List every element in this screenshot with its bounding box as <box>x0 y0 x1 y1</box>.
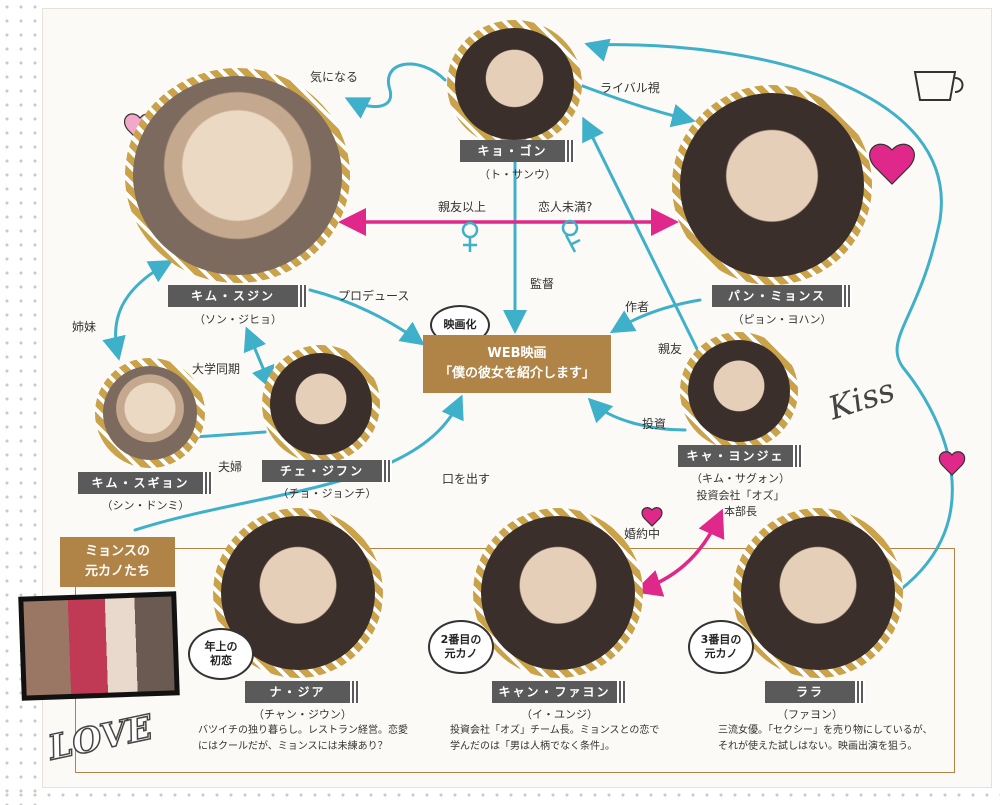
center-web-movie: WEB映画 「僕の彼女を紹介します」 <box>423 335 611 393</box>
name-kya-yonje: キャ・ヨンジェ <box>678 445 803 467</box>
dotted-margin-bottom <box>0 788 1000 805</box>
actor-kyan-fayon: （イ・ユンジ） <box>521 708 598 721</box>
name-che-jifun: チェ・ジフン <box>262 460 392 482</box>
actor-na-jia: （チャン・ジウン） <box>253 708 352 721</box>
line-shimai <box>102 260 174 361</box>
actor-che-jifun: （チョ・ジョンチ） <box>277 487 377 500</box>
bubble-kyan-fayon: 2番目の 元カノ <box>428 620 494 674</box>
bubble-na-jia-1: 年上の <box>204 640 238 653</box>
actor-kyo-gon: （ト・サンウ） <box>479 168 556 181</box>
bubble-kyan-fayon-2: 元カノ <box>444 647 478 660</box>
portrait-kim-sugyon <box>95 358 205 468</box>
label-rival: ライバル視 <box>600 81 660 95</box>
line-daigaku <box>243 326 275 391</box>
label-kininaru: 気になる <box>310 70 359 84</box>
heart-doodle-2 <box>869 143 915 185</box>
name-rara: ララ <box>765 681 865 703</box>
center-line2: 「僕の彼女を紹介します」 <box>438 366 595 381</box>
exes-label-line1: ミョンスの <box>85 544 150 559</box>
photo-thumbnail <box>18 591 180 701</box>
line-toushi <box>587 397 687 432</box>
label-shinyu: 親友 <box>658 342 683 356</box>
label-toushi: 投資 <box>642 417 667 431</box>
line-shinyu <box>582 116 702 357</box>
desc-kyan-fayon-1: 投資会社「オズ」チーム長。ミョンスとの恋で <box>450 725 660 736</box>
line-rival <box>578 83 696 128</box>
heart-doodle-4 <box>641 506 663 527</box>
heart-doodle-3 <box>938 451 966 476</box>
line-konyaku <box>633 508 725 597</box>
portrait-kya-yonje <box>680 332 798 450</box>
name-pan-myons: パン・ミョンス <box>712 285 852 307</box>
label-koibito-miman: 恋人未満? <box>538 200 593 214</box>
portrait-rara <box>733 508 903 678</box>
bubble-rara-1: 3番目の <box>700 633 742 646</box>
role-kya-yonje-2: 本部長 <box>724 505 757 518</box>
name-kim-sugyon: キム・スギョン <box>78 472 213 494</box>
desc-na-jia-2: にはクールだが、ミョンスには未練あり？ <box>198 741 388 752</box>
label-kuchi: 口を出す <box>442 472 491 486</box>
actor-rara: （ファヨン） <box>777 708 843 721</box>
bubble-eigaka-text: 映画化 <box>443 318 477 331</box>
bubble-na-jia-2: 初恋 <box>210 654 232 667</box>
label-produce: プロデュース <box>338 289 410 303</box>
line-kininaru <box>344 62 447 119</box>
actor-kim-sugyon: （シン・ドンミ） <box>101 499 190 512</box>
portrait-kyan-fayon <box>473 508 643 678</box>
line-produce <box>308 288 425 346</box>
desc-na-jia-1: バツイチの独り暮らし。レストラン経営。恋愛 <box>198 725 408 736</box>
label-fuufu: 夫婦 <box>218 460 243 474</box>
desc-rara-1: 三流女優。「セクシー」を売り物にしているが、 <box>718 725 933 736</box>
bubble-kyan-fayon-1: 2番目の <box>440 633 482 646</box>
bubble-rara-2: 元カノ <box>704 647 738 660</box>
label-shinyu-ijo: 親友以上 <box>438 200 487 214</box>
label-shimai: 姉妹 <box>72 320 97 334</box>
portrait-kim-sujin <box>125 68 350 283</box>
portrait-pan-myons <box>672 85 872 285</box>
actor-pan-myons: （ピョン・ヨハン） <box>732 313 832 326</box>
bubble-na-jia: 年上の 初恋 <box>188 628 254 680</box>
label-sakusha: 作者 <box>625 300 650 314</box>
cup-doodle <box>913 71 964 101</box>
desc-rara-2: それが使えた試しはない。映画出演を狙う。 <box>718 741 918 752</box>
line-sakusha <box>609 298 702 334</box>
name-na-jia: ナ・ジア <box>245 681 360 703</box>
bubble-rara: 3番目の 元カノ <box>688 620 754 674</box>
name-kim-sujin: キム・スジン <box>168 285 308 307</box>
label-kantoku: 監督 <box>530 277 555 291</box>
portrait-kyo-gon <box>447 20 582 148</box>
role-kya-yonje-1: 投資会社「オズ」 <box>696 489 785 502</box>
line-fuufu <box>193 430 267 439</box>
name-kyo-gon: キョ・ゴン <box>460 140 575 162</box>
portrait-che-jifun <box>262 345 380 463</box>
line-kuchi <box>133 394 464 532</box>
center-line1: WEB映画 <box>487 346 547 361</box>
exes-label-line2: 元カノたち <box>84 564 150 579</box>
label-daigaku: 大学同期 <box>192 362 241 376</box>
actor-kim-sujin: （ソン・ジヒョ） <box>194 313 282 326</box>
actor-kya-yonje: （キム・サグォン） <box>691 472 790 485</box>
name-kyan-fayon: キャン・ファヨン <box>492 681 627 703</box>
label-konyaku: 婚約中 <box>624 527 661 541</box>
exes-label: ミョンスの 元カノたち <box>60 537 175 587</box>
line-lara-loop2 <box>584 38 611 62</box>
desc-kyan-fayon-2: 学んだのは「男は人柄でなく条件」。 <box>450 741 615 752</box>
